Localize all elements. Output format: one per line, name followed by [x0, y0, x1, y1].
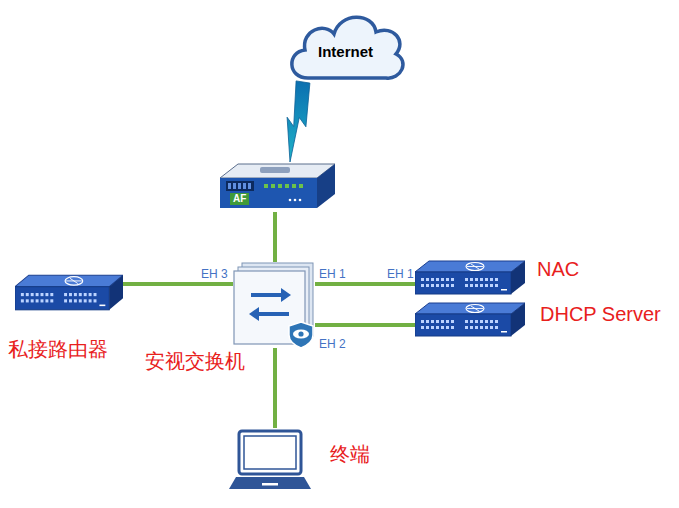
lightning-link: [287, 81, 310, 162]
server-device: [415, 300, 525, 340]
cloud-label: Internet: [318, 43, 373, 60]
laptop-terminal: 终端: [228, 428, 312, 496]
port-label: EH 1: [318, 267, 347, 281]
network-link: [315, 325, 415, 326]
server-device: NAC: [415, 258, 525, 298]
network-link: [275, 348, 276, 428]
device-caption: 终端: [330, 443, 370, 466]
server-device: [415, 258, 525, 298]
device-badge: AF: [230, 193, 249, 205]
cloud-shape: Internet: [283, 8, 408, 88]
router-device: [15, 272, 123, 314]
switch-device: 安视交换机: [233, 262, 315, 348]
port-label: EH 2: [318, 337, 347, 351]
device-caption: 私接路由器: [8, 338, 108, 361]
switch-device: [233, 262, 315, 348]
network-link: [275, 212, 276, 262]
device-caption: DHCP Server: [540, 303, 661, 326]
device-caption: NAC: [537, 258, 579, 281]
port-label: EH 1: [386, 267, 415, 281]
device-caption: 安视交换机: [145, 350, 245, 373]
port-label: EH 3: [200, 267, 229, 281]
router-device: 私接路由器: [15, 272, 123, 314]
server-device: DHCP Server: [415, 300, 525, 340]
laptop-terminal: [228, 428, 312, 496]
firewall-device: AF: [220, 160, 335, 212]
network-link: [123, 284, 233, 285]
network-link: [315, 284, 415, 285]
